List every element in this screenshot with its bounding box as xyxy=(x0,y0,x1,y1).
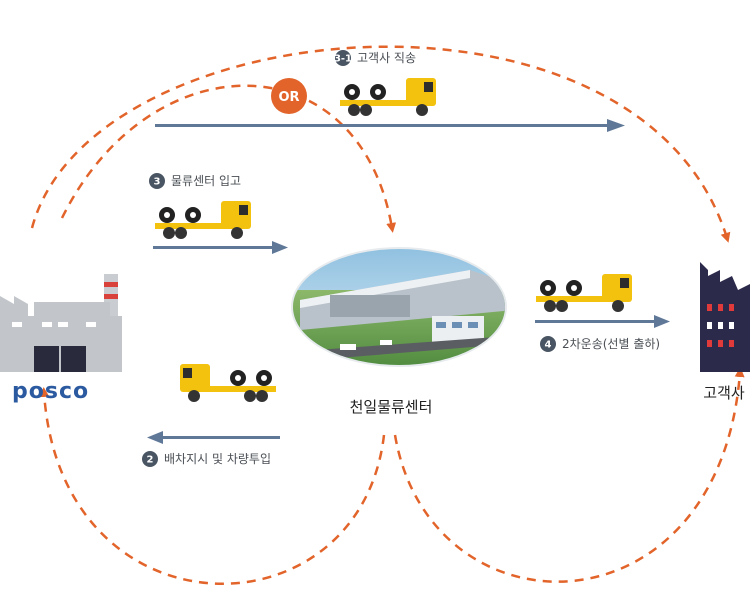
svg-text:OR: OR xyxy=(278,90,299,105)
blue-route-arrows xyxy=(147,119,670,444)
or-badge: OR xyxy=(271,78,307,114)
dashed-flow-curves xyxy=(30,45,745,585)
truck-icon xyxy=(155,201,251,239)
inner-top-arc xyxy=(60,84,397,233)
arrow-direct-to-customer xyxy=(155,119,625,132)
arrow-to-customer-secondary xyxy=(535,315,670,328)
bottom-left-arc xyxy=(39,387,386,585)
bottom-right-arc xyxy=(393,367,745,583)
customer-label: 고객사 xyxy=(703,384,745,402)
svg-text:2차운송(선별 출하): 2차운송(선별 출하) xyxy=(562,337,660,351)
step-3-label: 3 물류센터 입고 xyxy=(149,173,241,189)
posco-logo: posco xyxy=(12,379,89,404)
svg-text:3-1: 3-1 xyxy=(334,54,352,65)
svg-text:2: 2 xyxy=(147,455,154,466)
svg-text:4: 4 xyxy=(545,340,552,351)
step-3-1-label: 3-1 고객사 직송 xyxy=(334,50,416,66)
step-2-label: 2 배차지시 및 차량투입 xyxy=(142,451,271,467)
center-label: 천일물류센터 xyxy=(350,398,433,416)
truck-icon xyxy=(180,364,276,402)
svg-text:물류센터 입고: 물류센터 입고 xyxy=(171,174,241,188)
arrow-back-to-posco xyxy=(147,431,280,444)
step-4-label: 4 2차운송(선별 출하) xyxy=(540,336,660,352)
svg-text:배차지시 및 차량투입: 배차지시 및 차량투입 xyxy=(164,452,271,466)
truck-icon xyxy=(536,274,632,312)
outer-top-arc xyxy=(30,45,731,243)
arrow-to-center xyxy=(153,241,288,254)
factory-icon xyxy=(0,274,122,372)
truck-icon xyxy=(340,78,436,116)
warehouse-image xyxy=(291,247,507,367)
customer-building-icon xyxy=(700,262,750,372)
svg-text:고객사 직송: 고객사 직송 xyxy=(357,51,416,65)
svg-text:3: 3 xyxy=(154,177,161,188)
